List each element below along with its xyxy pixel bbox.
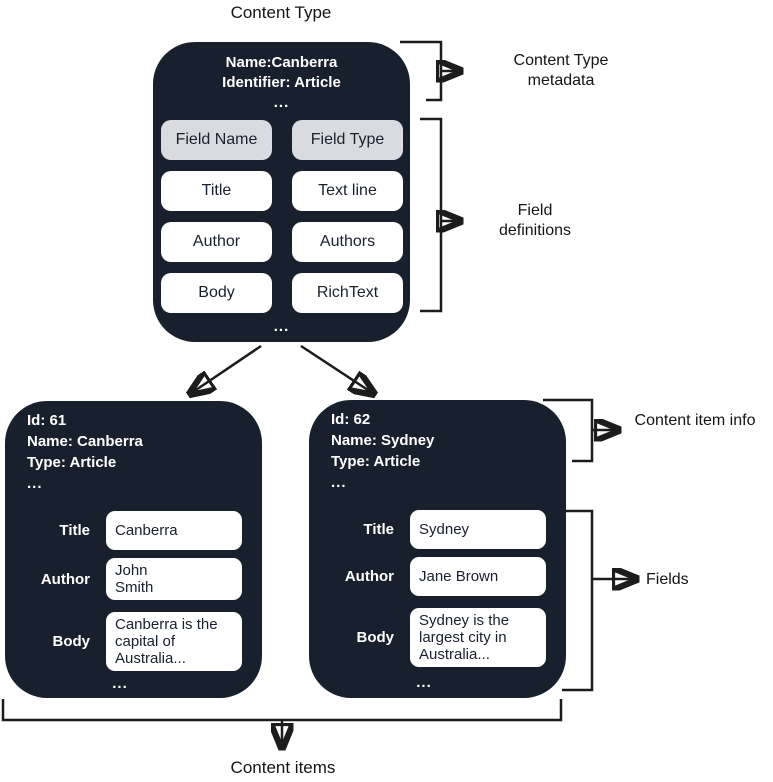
field-row-author: Author Jane Brown xyxy=(309,557,566,596)
field-type-cell: Authors xyxy=(292,222,403,262)
field-type-header: Field Type xyxy=(292,120,403,160)
field-definition-table: Field Name Field Type Title Text line Au… xyxy=(161,120,403,313)
field-label: Body xyxy=(52,633,91,650)
field-value: Canberra xyxy=(115,522,178,539)
field-value-box: Canberra is the capital of Australia... xyxy=(106,612,242,671)
ellipsis: ... xyxy=(112,675,128,692)
field-value: John Smith xyxy=(115,562,154,596)
ellipsis: ... xyxy=(27,475,43,492)
content-items-label: Content items xyxy=(230,758,336,777)
field-name-cell: Author xyxy=(161,222,272,262)
content-item-box-canberra: Id: 61 Name: Canberra Type: Article ... … xyxy=(5,401,262,698)
field-name-header: Field Name xyxy=(161,120,272,160)
content-item-meta: Id: 61 Name: Canberra Type: Article ... xyxy=(27,410,143,494)
content-item-info-label: Content item info xyxy=(634,412,756,429)
ellipsis: ... xyxy=(273,318,290,335)
ellipsis: ... xyxy=(273,94,290,111)
field-name-cell: Title xyxy=(161,171,272,211)
field-type-cell: RichText xyxy=(292,273,403,313)
field-label: Title xyxy=(59,522,90,539)
field-name-cell: Body xyxy=(161,273,272,313)
ellipsis: ... xyxy=(416,674,432,691)
bracket-field-definitions xyxy=(420,117,443,313)
field-definitions-label: Field definitions xyxy=(498,202,572,239)
field-value-box: Jane Brown xyxy=(410,557,546,596)
content-item-box-sydney: Id: 62 Name: Sydney Type: Article ... Ti… xyxy=(309,400,566,698)
item-id: Id: 62 xyxy=(331,411,371,428)
item-name: Name: Canberra xyxy=(27,433,143,450)
content-type-title: Content Type xyxy=(230,3,332,22)
field-label: Title xyxy=(363,521,394,538)
content-type-box: Name:Canberra Identifier: Article ... Fi… xyxy=(153,42,410,342)
field-value-box: Canberra xyxy=(106,511,242,550)
field-row-author: Author John Smith xyxy=(5,558,262,600)
content-item-meta: Id: 62 Name: Sydney Type: Article ... xyxy=(331,409,434,493)
item-type: Type: Article xyxy=(331,453,421,470)
fields-label: Fields xyxy=(646,571,689,588)
item-field-list: Title Sydney Author Jane Brown Body Sydn… xyxy=(309,510,566,667)
field-label: Body xyxy=(356,629,395,646)
bracket-content-items xyxy=(1,699,563,722)
bracket-fields xyxy=(562,509,594,692)
content-type-meta: Name:Canberra Identifier: Article ... xyxy=(153,53,410,113)
field-type-cell: Text line xyxy=(292,171,403,211)
arrow-to-content-item-1 xyxy=(190,344,262,394)
field-label: Author xyxy=(344,568,394,585)
field-value-box: Sydney is the largest city in Australia.… xyxy=(410,608,546,667)
field-value-box: Sydney xyxy=(410,510,546,549)
field-value-box: John Smith xyxy=(106,558,242,600)
field-row-body: Body Sydney is the largest city in Austr… xyxy=(309,608,566,667)
arrow-to-content-item-2 xyxy=(300,344,374,394)
field-row-body: Body Canberra is the capital of Australi… xyxy=(5,612,262,671)
field-label: Author xyxy=(40,570,90,588)
content-type-metadata-label: Content Type metadata xyxy=(513,52,609,89)
field-value: Jane Brown xyxy=(419,568,499,585)
field-value: Sydney xyxy=(419,521,470,538)
field-value: Canberra is the capital of Australia... xyxy=(115,616,218,667)
ellipsis: ... xyxy=(331,474,347,491)
field-value: Sydney is the largest city in Australia.… xyxy=(419,612,510,663)
field-row-title: Title Canberra xyxy=(5,511,262,550)
item-id: Id: 61 xyxy=(27,412,67,429)
item-type: Type: Article xyxy=(27,454,117,471)
content-type-name: Name:Canberra xyxy=(225,54,338,71)
item-field-list: Title Canberra Author John Smith Body Ca… xyxy=(5,511,262,671)
content-type-identifier: Identifier: Article xyxy=(222,74,341,91)
item-name: Name: Sydney xyxy=(331,432,435,449)
field-row-title: Title Sydney xyxy=(309,510,566,549)
